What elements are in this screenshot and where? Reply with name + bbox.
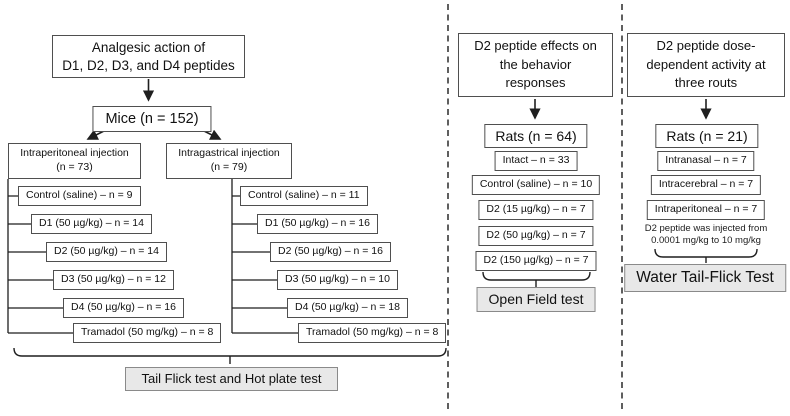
- study2-item-d2-15: D2 (15 µg/kg) – n = 7: [478, 200, 594, 220]
- study3-title-line2: dependent activity at: [646, 56, 766, 72]
- study2-title-box: D2 peptide effects on the behavior respo…: [458, 33, 613, 97]
- study3-title-box: D2 peptide dose- dependent activity at t…: [627, 33, 785, 97]
- tree-intraperitoneal: [7, 179, 73, 334]
- study2-outcome-box: Open Field test: [476, 287, 596, 312]
- group-intraperitoneal-box: Intraperitoneal injection (n = 73): [8, 143, 141, 179]
- study2-item-d2-150: D2 (150 µg/kg) – n = 7: [475, 251, 597, 271]
- group-intragastrical-line2: (n = 79): [210, 161, 248, 173]
- study3-title-line1: D2 peptide dose-: [656, 37, 756, 53]
- group-intraperitoneal-line1: Intraperitoneal injection: [20, 147, 129, 160]
- study1-title-box: Analgesic action of D1, D2, D3, and D4 p…: [52, 35, 245, 78]
- group1-item-d3: D3 (50 µg/kg) – n = 12: [53, 270, 174, 290]
- study3-dose-note-line2: 0.0001 mg/kg to 10 mg/kg: [651, 235, 761, 247]
- study2-title-line1: D2 peptide effects on: [474, 37, 597, 53]
- group1-item-d4: D4 (50 µg/kg) – n = 16: [63, 298, 184, 318]
- study1-root-box: Mice (n = 152): [92, 106, 212, 132]
- group2-item-tramadol: Tramadol (50 mg/kg) – n = 8: [298, 323, 447, 343]
- group1-item-tramadol: Tramadol (50 mg/kg) – n = 8: [73, 323, 222, 343]
- study1-outcome-box: Tail Flick test and Hot plate test: [125, 367, 338, 391]
- study2-item-control: Control (saline) – n = 10: [471, 175, 601, 195]
- group1-item-d1: D1 (50 µg/kg) – n = 14: [31, 214, 152, 234]
- study2-title-line2: the behavior: [499, 56, 572, 72]
- study3-item-intracerebral: Intracerebral – n = 7: [650, 175, 762, 195]
- bracket-study2: [482, 271, 591, 287]
- group2-item-d4: D4 (50 µg/kg) – n = 18: [287, 298, 408, 318]
- study2-title-line3: responses: [505, 75, 566, 91]
- bracket-study3: [654, 248, 758, 263]
- group1-item-d2: D2 (50 µg/kg) – n = 14: [46, 242, 167, 262]
- study2-item-intact: Intact – n = 33: [494, 151, 578, 171]
- group2-item-d2: D2 (50 µg/kg) – n = 16: [270, 242, 391, 262]
- group2-item-control: Control (saline) – n = 11: [240, 186, 368, 206]
- group-intraperitoneal-line2: (n = 73): [56, 161, 93, 173]
- study3-dose-note: D2 peptide was injected from 0.0001 mg/k…: [626, 223, 786, 248]
- group1-item-control: Control (saline) – n = 9: [18, 186, 141, 206]
- study2-root-box: Rats (n = 64): [484, 124, 588, 148]
- study1-title-line1: Analgesic action of: [91, 39, 206, 55]
- group-intragastrical-line1: Intragastrical injection: [178, 147, 280, 160]
- study3-root-box: Rats (n = 21): [655, 124, 759, 148]
- study1-title-line2: D1, D2, D3, and D4 peptides: [62, 57, 235, 73]
- study3-outcome-box: Water Tail-Flick Test: [624, 264, 786, 292]
- group2-item-d3: D3 (50 µg/kg) – n = 10: [277, 270, 398, 290]
- study3-dose-note-line1: D2 peptide was injected from: [644, 223, 768, 234]
- tree-intragastrical: [231, 179, 298, 334]
- group2-item-d1: D1 (50 µg/kg) – n = 16: [257, 214, 378, 234]
- bracket-study1: [13, 347, 447, 364]
- study3-item-intraperitoneal: Intraperitoneal – n = 7: [646, 200, 766, 220]
- study2-item-d2-50: D2 (50 µg/kg) – n = 7: [478, 226, 594, 246]
- study3-item-intranasal: Intranasal – n = 7: [657, 151, 755, 171]
- study3-title-line3: three routs: [674, 75, 738, 91]
- group-intragastrical-box: Intragastrical injection (n = 79): [166, 143, 292, 179]
